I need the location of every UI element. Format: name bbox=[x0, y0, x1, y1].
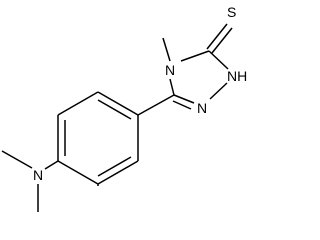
bond-n1h-n2 bbox=[209, 82, 228, 100]
bond-amine-methyl-left bbox=[1, 150, 33, 169]
bond-layer bbox=[1, 23, 233, 212]
bond-ph-inner-1 bbox=[97, 99, 132, 120]
chemical-structure-diagram: S NH N N N bbox=[1, 4, 247, 212]
bond-n2-c3-double-1 bbox=[173, 94, 195, 104]
atom-label-ring-nh: NH bbox=[227, 68, 247, 84]
bond-ph-c4-c5 bbox=[57, 160, 99, 185]
bond-ph-c5-c6 bbox=[97, 160, 139, 185]
atom-label-thione-sulfur: S bbox=[227, 4, 236, 20]
bond-n4-c5 bbox=[180, 50, 210, 62]
bond-c-s-double-1 bbox=[206, 23, 228, 50]
atom-label-dimethylamino-n: N bbox=[33, 167, 43, 183]
bond-c-s-double-2 bbox=[211, 27, 233, 54]
bond-ph-inner-3 bbox=[97, 156, 132, 177]
bond-c3-n4 bbox=[169, 78, 175, 96]
atom-label-ring-n-methyl: N bbox=[165, 62, 175, 78]
bond-ph-c1-c2 bbox=[97, 91, 139, 116]
bond-ph-c2-c3 bbox=[57, 91, 99, 116]
bond-phenyl-to-amine bbox=[44, 160, 59, 170]
atom-label-ring-n-imine: N bbox=[197, 100, 207, 116]
bond-n4-methyl bbox=[162, 37, 171, 62]
bond-c3-phenyl bbox=[137, 94, 175, 116]
bond-c5-n1h bbox=[208, 50, 229, 70]
atom-label-layer: S NH N N N bbox=[33, 4, 247, 183]
bond-n2-c3-double-2 bbox=[172, 100, 192, 110]
